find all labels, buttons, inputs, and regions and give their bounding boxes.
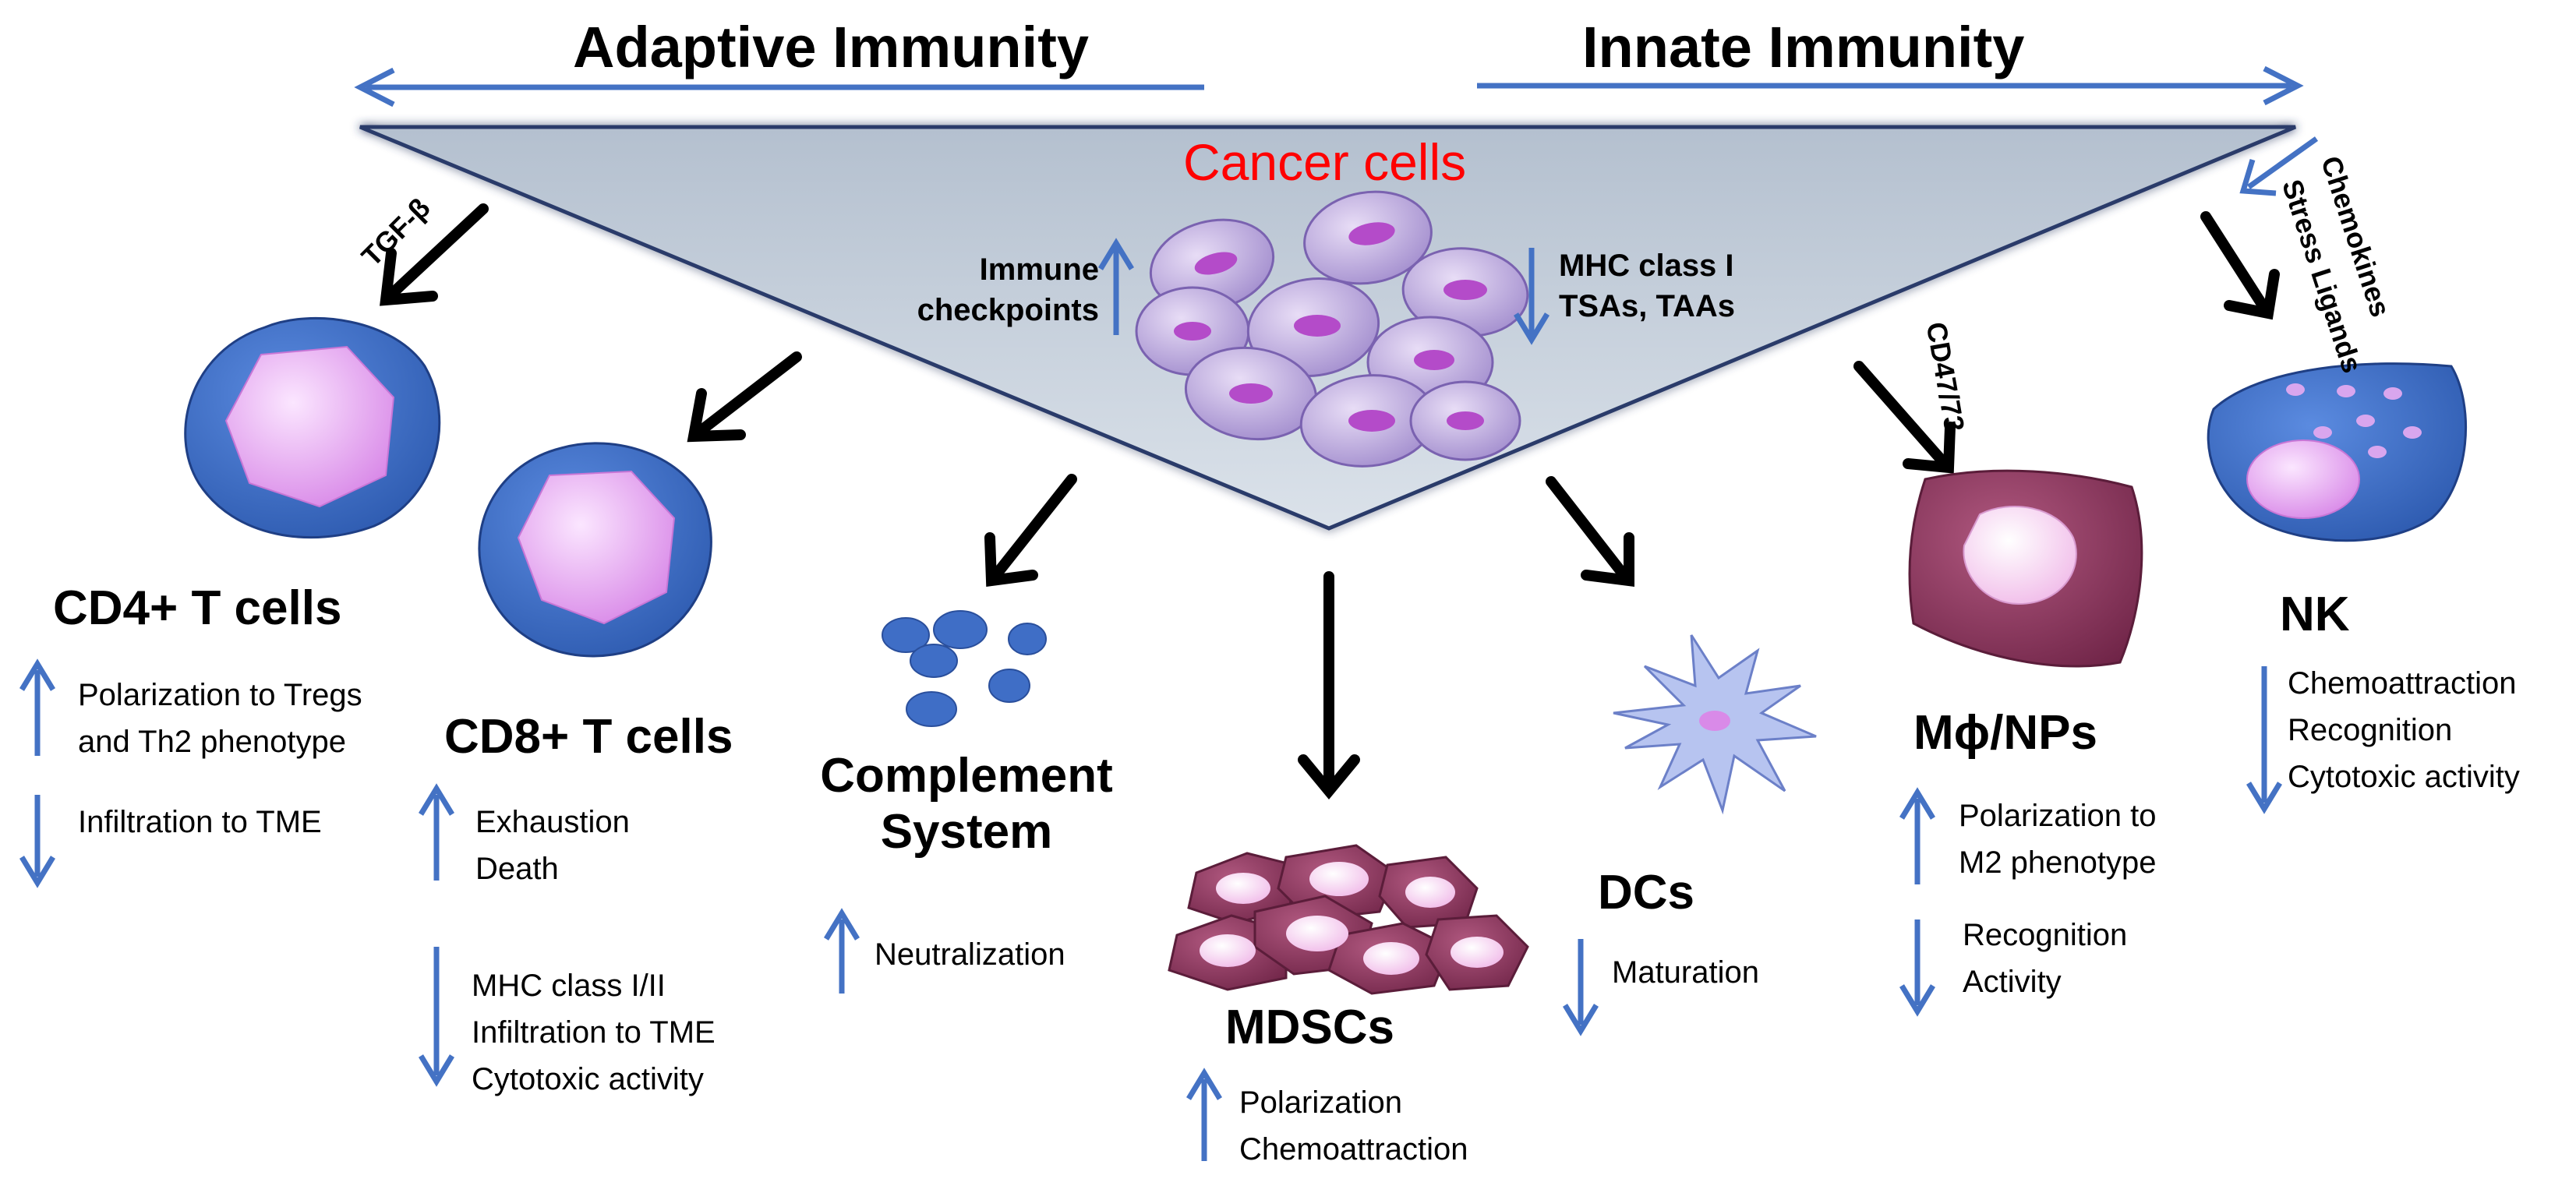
effect-item: Chemoattraction bbox=[2288, 666, 2517, 701]
immune-checkpoints-line: Immune bbox=[979, 252, 1099, 287]
effect-item: Neutralization bbox=[875, 937, 1065, 972]
mdsc-up-effects: Polarization Chemoattraction bbox=[1239, 1079, 1468, 1173]
complement-title-line: System bbox=[880, 805, 1053, 859]
arrow-to-nk bbox=[2200, 211, 2280, 320]
nk-title: NK bbox=[2280, 588, 2350, 641]
cd8-title: CD8+ T cells bbox=[444, 710, 733, 764]
effect-item: and Th2 phenotype bbox=[78, 725, 347, 759]
effect-item: M2 phenotype bbox=[1959, 845, 2157, 880]
adaptive-arrow bbox=[354, 67, 1204, 108]
innate-immunity-header: Innate Immunity bbox=[1582, 15, 2025, 79]
cd8-down-arrow bbox=[419, 947, 454, 1087]
complement-molecules bbox=[882, 610, 1047, 727]
immune-checkpoints-line: checkpoints bbox=[917, 293, 1099, 327]
effect-item: Exhaustion bbox=[475, 805, 630, 839]
mphi-up-arrow bbox=[1899, 787, 1935, 884]
arrow-to-mdsc bbox=[1298, 571, 1360, 799]
effect-item: Polarization to bbox=[1959, 799, 2157, 833]
cd4-cell bbox=[184, 316, 441, 539]
cd8-down-effects: MHC class I/II Infiltration to TME Cytot… bbox=[472, 962, 716, 1103]
mdsc-up-arrow bbox=[1186, 1068, 1222, 1161]
cd8-up-arrow bbox=[419, 783, 454, 881]
dc-down-effects: Maturation bbox=[1612, 949, 1759, 996]
cd4-up-arrow bbox=[19, 658, 55, 756]
effect-item: Activity bbox=[1963, 965, 2062, 999]
nk-down-effects: Chemoattraction Recognition Cytotoxic ac… bbox=[2288, 660, 2520, 800]
effect-item: Polarization to Tregs bbox=[78, 678, 362, 712]
mphi-down-effects: Recognition Activity bbox=[1963, 912, 2127, 1005]
mphi-title: Mϕ/NPs bbox=[1913, 706, 2097, 760]
arrow-to-cd4 bbox=[380, 203, 489, 306]
effect-item: Cytotoxic activity bbox=[2288, 760, 2520, 794]
cd4-down-effects: Infiltration to TME bbox=[78, 799, 322, 845]
mphi-up-effects: Polarization to M2 phenotype bbox=[1959, 792, 2157, 886]
effect-item: Chemoattraction bbox=[1239, 1132, 1468, 1167]
adaptive-immunity-header: Adaptive Immunity bbox=[573, 15, 1089, 79]
complement-up-effects: Neutralization bbox=[875, 931, 1065, 978]
macrophage-cell bbox=[1908, 469, 2143, 668]
mphi-down-arrow bbox=[1899, 919, 1935, 1017]
tsa-taa-label: TSAs, TAAs bbox=[1559, 289, 1735, 323]
dendritic-cell bbox=[1613, 634, 1817, 815]
cd8-up-effects: Exhaustion Death bbox=[475, 799, 630, 892]
complement-title-line: Complement bbox=[820, 749, 1113, 803]
nk-cell bbox=[2207, 362, 2467, 542]
cd8-cell bbox=[478, 442, 712, 658]
dc-down-arrow bbox=[1563, 939, 1599, 1036]
dc-title: DCs bbox=[1598, 866, 1695, 919]
complement-title: Complement System bbox=[795, 748, 1138, 860]
mhc-class-label: MHC class I bbox=[1559, 249, 1734, 283]
effect-item: Recognition bbox=[1963, 918, 2128, 952]
nk-down-arrow bbox=[2246, 666, 2282, 814]
mdsc-title: MDSCs bbox=[1225, 1001, 1395, 1054]
immune-checkpoints-label: Immune checkpoints bbox=[900, 249, 1099, 330]
mdsc-cluster bbox=[1168, 844, 1529, 995]
complement-up-arrow bbox=[824, 908, 860, 994]
checkpoint-up-arrow bbox=[1098, 238, 1134, 335]
cd4-up-effects: Polarization to Tregs and Th2 phenotype bbox=[78, 672, 362, 765]
chemokines-arrow bbox=[2239, 136, 2319, 196]
effect-item: Polarization bbox=[1239, 1085, 1403, 1120]
cancer-cell-cluster bbox=[1135, 190, 1529, 468]
arrow-to-cd8 bbox=[687, 351, 802, 443]
arrow-to-dc bbox=[1546, 476, 1634, 587]
effect-item: Cytotoxic activity bbox=[472, 1062, 704, 1096]
effect-item: Maturation bbox=[1612, 955, 1759, 990]
innate-arrow bbox=[1477, 65, 2304, 106]
effect-item: Infiltration to TME bbox=[472, 1015, 716, 1050]
cancer-cells-title: Cancer cells bbox=[1183, 133, 1467, 191]
effect-item: Death bbox=[475, 852, 559, 886]
effect-item: MHC class I/II bbox=[472, 969, 666, 1003]
arrow-to-complement bbox=[984, 474, 1077, 587]
cd4-down-arrow bbox=[19, 795, 55, 888]
effect-item: Infiltration to TME bbox=[78, 805, 322, 839]
mhc-tsa-label: MHC class I TSAs, TAAs bbox=[1559, 245, 1735, 326]
effect-item: Recognition bbox=[2288, 713, 2453, 747]
cd4-title: CD4+ T cells bbox=[53, 581, 342, 635]
effect-arrows bbox=[19, 658, 2282, 1161]
mhc-down-arrow bbox=[1514, 248, 1549, 345]
arrow-to-mphi bbox=[1853, 361, 1956, 474]
